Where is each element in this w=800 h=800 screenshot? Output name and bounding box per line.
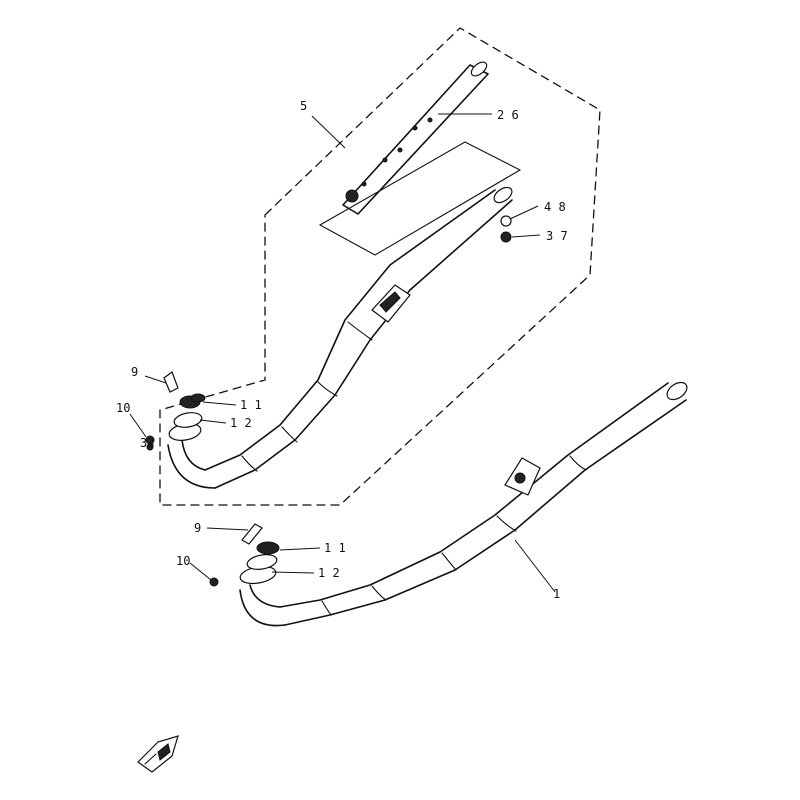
assembly-boundary <box>159 27 601 506</box>
lower-exhaust-muffler <box>239 381 688 627</box>
callout-1: 1 <box>553 587 560 601</box>
leader-lines <box>129 113 556 593</box>
baffle-outline <box>318 141 522 256</box>
callout-26: 2 6 <box>497 108 519 122</box>
callout-12-upper: 1 2 <box>230 416 252 430</box>
callout-33: 33 <box>140 436 154 450</box>
callout-11-lower: 1 1 <box>324 541 346 555</box>
upper-flange-parts <box>145 371 206 451</box>
lower-flange-parts <box>209 523 280 587</box>
callout-11-upper: 1 1 <box>240 398 262 412</box>
callout-48: 4 8 <box>544 200 566 214</box>
callout-9-upper: 9 <box>131 365 138 379</box>
callout-9-lower: 9 <box>194 521 201 535</box>
callout-10-lower: 10 <box>176 554 190 568</box>
callout-10-upper: 10 <box>116 401 130 415</box>
callout-37: 3 7 <box>546 229 568 243</box>
upper-exhaust-muffler <box>167 186 513 489</box>
mounting-bolt-parts <box>500 215 512 243</box>
front-arrow-icon <box>137 735 179 773</box>
baffle-tube <box>342 61 489 215</box>
callout-5: 5 <box>300 99 307 113</box>
callout-12-lower: 1 2 <box>318 566 340 580</box>
